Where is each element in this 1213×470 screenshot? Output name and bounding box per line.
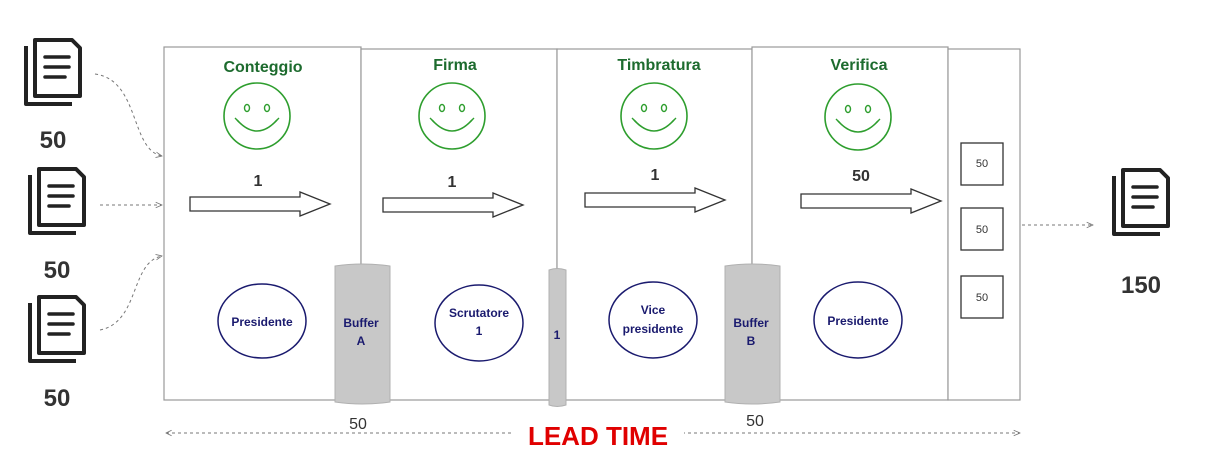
input-document-stack-icon — [28, 167, 86, 235]
input-count: 50 — [44, 385, 71, 412]
station-title: Timbratura — [617, 57, 700, 74]
input-connector — [94, 73, 162, 156]
input-document-stack-icon — [28, 295, 86, 363]
flow-count: 1 — [254, 173, 263, 190]
buffer-label: Buffer — [733, 316, 769, 330]
buffer-small — [548, 268, 567, 407]
output-count: 150 — [1121, 272, 1161, 299]
input-count: 50 — [44, 257, 71, 284]
role-label: 1 — [476, 324, 483, 338]
output-batch-count: 50 — [976, 224, 988, 236]
output-document-stack-icon — [1112, 168, 1170, 236]
role-label: Scrutatore — [449, 306, 509, 320]
input-count: 50 — [40, 127, 67, 154]
input-connector — [99, 256, 162, 331]
buffer-label: B — [747, 334, 756, 348]
buffer-a — [334, 263, 391, 405]
flow-count: 1 — [448, 174, 457, 191]
role-ellipse — [217, 283, 307, 359]
flow-count: 50 — [852, 168, 870, 185]
lead-time-label-bg — [512, 418, 684, 448]
buffer-label: 1 — [554, 328, 561, 342]
output-batch-count: 50 — [976, 292, 988, 304]
output-batch-box — [960, 207, 1004, 251]
role-label: Presidente — [827, 314, 889, 328]
buffer-b — [724, 263, 781, 405]
role-ellipse — [434, 284, 524, 362]
station-title: Verifica — [831, 57, 888, 74]
buffer-label: A — [357, 334, 366, 348]
buffer-label: Buffer — [343, 316, 379, 330]
smiley-icon — [223, 82, 291, 150]
role-ellipse — [608, 281, 698, 359]
buffer-count: 50 — [349, 416, 367, 433]
role-label: Presidente — [231, 315, 293, 329]
station-title: Firma — [433, 57, 477, 74]
input-document-stack-icon — [24, 38, 82, 106]
role-label: Vice — [641, 303, 666, 317]
flow-count: 1 — [651, 167, 660, 184]
smiley-icon — [418, 82, 486, 150]
smiley-icon — [620, 82, 688, 150]
role-ellipse — [813, 281, 903, 359]
output-batch-count: 50 — [976, 158, 988, 170]
lead-time-label: LEAD TIME — [528, 421, 668, 451]
output-batch-box — [960, 142, 1004, 186]
output-batch-box — [960, 275, 1004, 319]
buffer-count: 50 — [746, 413, 764, 430]
station-title: Conteggio — [223, 59, 302, 76]
role-label: presidente — [623, 322, 684, 336]
smiley-icon — [824, 83, 892, 151]
